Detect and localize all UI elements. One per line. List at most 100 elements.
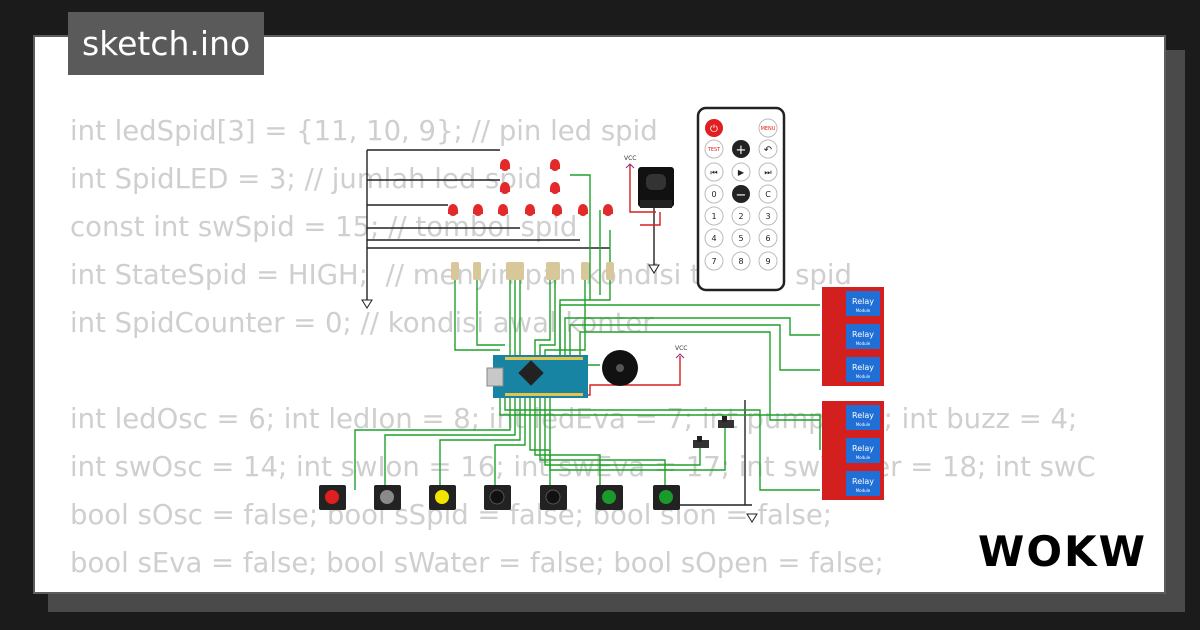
pushbutton[interactable] (484, 485, 511, 510)
remote-button-plus[interactable]: + (732, 140, 750, 158)
led (578, 204, 588, 216)
ir-remote: ⏻ MENU TEST + ↶ ⏮ ▶ ⏭ (696, 106, 786, 292)
pushbutton[interactable] (540, 485, 567, 510)
svg-text:+: + (736, 143, 747, 158)
remote-button-menu[interactable]: MENU (758, 118, 778, 138)
back-icon: ↶ (764, 145, 772, 156)
svg-text:1: 1 (711, 212, 716, 221)
led (552, 204, 562, 216)
remote-button-7[interactable]: 7 (704, 251, 724, 271)
svg-text:C: C (765, 190, 771, 199)
button-cap (545, 489, 561, 505)
led (603, 204, 613, 216)
pushbutton[interactable] (596, 485, 623, 510)
slide-switch (693, 436, 709, 448)
button-cap (602, 490, 616, 504)
relay-module: Relay Module (822, 287, 884, 320)
svg-text:6: 6 (765, 234, 770, 243)
resistor (516, 262, 524, 280)
led (550, 159, 560, 171)
usb-port (486, 367, 504, 387)
button-cap (380, 490, 394, 504)
pushbutton[interactable] (374, 485, 401, 510)
preview-card: int ledSpid[3] = {11, 10, 9}; // pin led… (33, 35, 1166, 594)
svg-text:Module: Module (856, 308, 871, 313)
resistor (606, 262, 614, 280)
svg-text:7: 7 (711, 257, 716, 266)
ground-symbol (361, 299, 373, 309)
remote-button-8[interactable]: 8 (731, 251, 751, 271)
remote-button-back[interactable]: ↶ (758, 139, 778, 159)
buzzer (602, 350, 638, 386)
ir-receiver (638, 167, 674, 208)
resistor (473, 262, 481, 280)
code-line: int ledSpid[3] = {11, 10, 9}; // pin led… (70, 115, 658, 147)
code-line: bool sEva = false; bool sWater = false; … (70, 547, 884, 579)
pushbutton[interactable] (319, 485, 346, 510)
svg-text:Relay: Relay (852, 444, 874, 453)
remote-button-0[interactable]: 0 (704, 184, 724, 204)
resistor (581, 262, 589, 280)
sketch-title: sketch.ino (68, 12, 265, 75)
remote-button-2[interactable]: 2 (731, 206, 751, 226)
svg-text:Relay: Relay (852, 477, 874, 486)
svg-text:2: 2 (738, 212, 743, 221)
vcc-label: VCC (624, 155, 636, 162)
ground-symbol (648, 264, 660, 274)
relay-module: Relay Module (822, 467, 884, 500)
power-icon: ⏻ (710, 124, 718, 135)
button-cap (435, 490, 449, 504)
vcc-symbol: VCC (675, 345, 687, 359)
pushbutton[interactable] (429, 485, 456, 510)
svg-text:MENU: MENU (761, 126, 776, 132)
svg-text:5: 5 (738, 234, 743, 243)
remote-button-4[interactable]: 4 (704, 228, 724, 248)
relay-module: Relay Module (822, 434, 884, 467)
remote-button-1[interactable]: 1 (704, 206, 724, 226)
led-array (448, 159, 613, 216)
vcc-symbol: VCC (624, 155, 636, 169)
svg-text:TEST: TEST (707, 147, 721, 153)
play-icon: ▶ (738, 168, 745, 177)
remote-button-play[interactable]: ▶ (731, 162, 751, 182)
svg-text:4: 4 (711, 234, 716, 243)
svg-text:9: 9 (765, 257, 770, 266)
remote-button-9[interactable]: 9 (758, 251, 778, 271)
remote-button-next[interactable]: ⏭ (758, 162, 778, 182)
code-preview: int ledSpid[3] = {11, 10, 9}; // pin led… (70, 107, 1096, 587)
led (500, 182, 510, 194)
relay-module: Relay Module (822, 320, 884, 353)
button-cap (325, 490, 339, 504)
arduino-nano (486, 355, 588, 398)
resistor-array (451, 262, 614, 280)
led (473, 204, 483, 216)
relay-module: Relay Module (822, 401, 884, 434)
relay-module: Relay Module (822, 353, 884, 386)
led (525, 204, 535, 216)
svg-text:Relay: Relay (852, 363, 874, 372)
svg-text:0: 0 (711, 190, 716, 199)
svg-text:−: − (736, 188, 747, 203)
svg-text:Relay: Relay (852, 330, 874, 339)
remote-button-3[interactable]: 3 (758, 206, 778, 226)
button-cap (489, 489, 505, 505)
wokwi-logo-text: WOKWI (978, 527, 1148, 576)
pushbutton[interactable] (653, 485, 680, 510)
code-line: int SpidCounter = 0; // kondisi awal kon… (70, 307, 654, 339)
slide-switch (718, 416, 734, 428)
prev-icon: ⏮ (710, 168, 717, 177)
ground-symbol (746, 513, 758, 523)
relay-modules: Relay Module Relay Module Relay Module R… (822, 287, 884, 500)
svg-text:8: 8 (738, 257, 743, 266)
svg-text:Module: Module (856, 455, 871, 460)
wokwi-logo: WOKWI (978, 527, 1148, 576)
remote-button-prev[interactable]: ⏮ (704, 162, 724, 182)
remote-button-c[interactable]: C (758, 184, 778, 204)
next-icon: ⏭ (764, 168, 771, 177)
remote-button-5[interactable]: 5 (731, 228, 751, 248)
remote-button-test[interactable]: TEST (704, 139, 724, 159)
resistor (552, 262, 560, 280)
remote-button-6[interactable]: 6 (758, 228, 778, 248)
remote-button-minus[interactable]: − (732, 185, 750, 203)
remote-button-power[interactable]: ⏻ (705, 119, 723, 137)
